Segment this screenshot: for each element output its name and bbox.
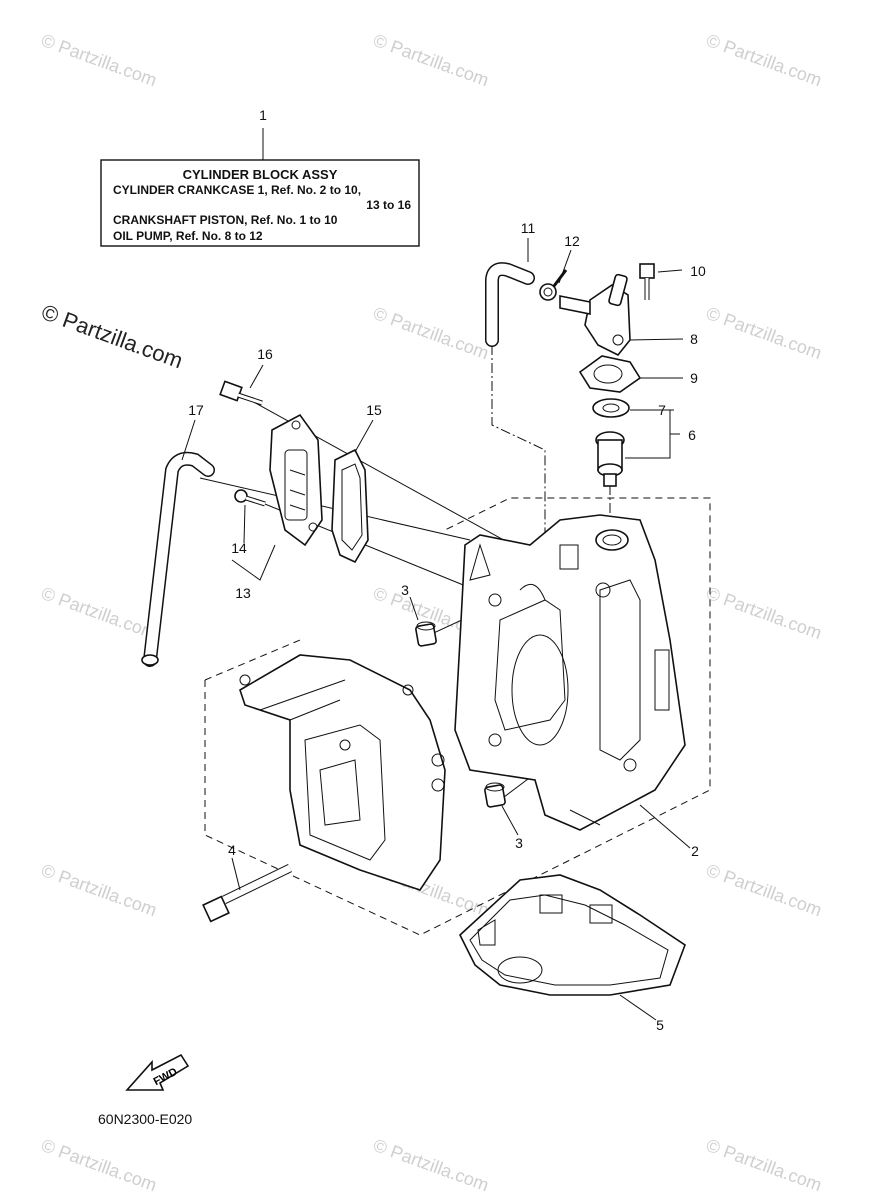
callout-numbers: 1 11 12 10 8 9 7 6 16 17 15 14 13 3 3 2 … <box>188 107 706 1033</box>
callout-15: 15 <box>366 402 382 418</box>
cylinder-block-2 <box>454 514 686 831</box>
washer-7 <box>592 398 630 418</box>
bolt-14 <box>234 489 266 507</box>
watermark: © Partzilla.com <box>39 860 160 920</box>
callout-14: 14 <box>231 540 247 556</box>
callout-3: 3 <box>515 835 523 851</box>
watermark: © Partzilla.com <box>704 860 825 920</box>
assembly-line: 13 to 16 <box>366 198 411 212</box>
callout-3: 3 <box>401 582 409 598</box>
assembly-line: CYLINDER CRANKCASE 1, Ref. No. 2 to 10, <box>113 183 361 197</box>
callout-8: 8 <box>690 331 698 347</box>
callout-10: 10 <box>690 263 706 279</box>
dowel-pin-3a <box>415 621 437 647</box>
watermark: © Partzilla.com <box>371 303 492 363</box>
watermark: © Partzilla.com <box>704 1135 825 1195</box>
watermark: © Partzilla.com <box>39 583 160 643</box>
callout-5: 5 <box>656 1017 664 1033</box>
bolt-10 <box>639 263 655 300</box>
watermark-large: © Partzilla.com <box>38 299 186 373</box>
watermark: © Partzilla.com <box>704 303 825 363</box>
thermostat-6 <box>595 431 625 487</box>
dowel-pin-3b <box>484 782 506 808</box>
callout-13: 13 <box>235 585 251 601</box>
gasket-5 <box>459 874 686 996</box>
watermark: © Partzilla.com <box>704 583 825 643</box>
assembly-line: CRANKSHAFT PISTON, Ref. No. 1 to 10 <box>113 213 338 227</box>
callout-2: 2 <box>691 843 699 859</box>
cover-13 <box>269 413 323 547</box>
watermark: © Partzilla.com <box>39 30 160 90</box>
callout-17: 17 <box>188 402 204 418</box>
bolt-16 <box>219 380 263 406</box>
diagram-code: 60N2300-E020 <box>98 1111 192 1127</box>
watermark: © Partzilla.com <box>371 30 492 90</box>
callout-1: 1 <box>259 107 267 123</box>
callout-4: 4 <box>228 842 236 858</box>
assembly-title: CYLINDER BLOCK ASSY <box>183 167 338 182</box>
assembly-label: CYLINDER BLOCK ASSY CYLINDER CRANKCASE 1… <box>100 128 420 247</box>
watermark: © Partzilla.com <box>704 30 825 90</box>
assembly-outline <box>204 497 711 936</box>
callout-12: 12 <box>564 233 580 249</box>
assembly-line: OIL PUMP, Ref. No. 8 to 12 <box>113 229 263 243</box>
fwd-arrow: FWD <box>125 1053 190 1091</box>
clip-12 <box>539 269 568 301</box>
hose-11 <box>485 262 535 347</box>
watermark: © Partzilla.com <box>371 1135 492 1195</box>
gasket-15 <box>331 448 369 564</box>
callout-16: 16 <box>257 346 273 362</box>
gasket-9 <box>578 355 642 393</box>
callout-6: 6 <box>688 427 696 443</box>
callout-7: 7 <box>658 402 666 418</box>
watermark: © Partzilla.com <box>39 1135 160 1195</box>
crankcase <box>239 654 446 891</box>
bolt-4 <box>202 863 292 923</box>
hose-17 <box>141 451 215 667</box>
callout-11: 11 <box>521 220 536 236</box>
callout-9: 9 <box>690 370 698 386</box>
callout-leaders <box>181 238 691 1021</box>
oil-pump-8 <box>559 273 631 357</box>
